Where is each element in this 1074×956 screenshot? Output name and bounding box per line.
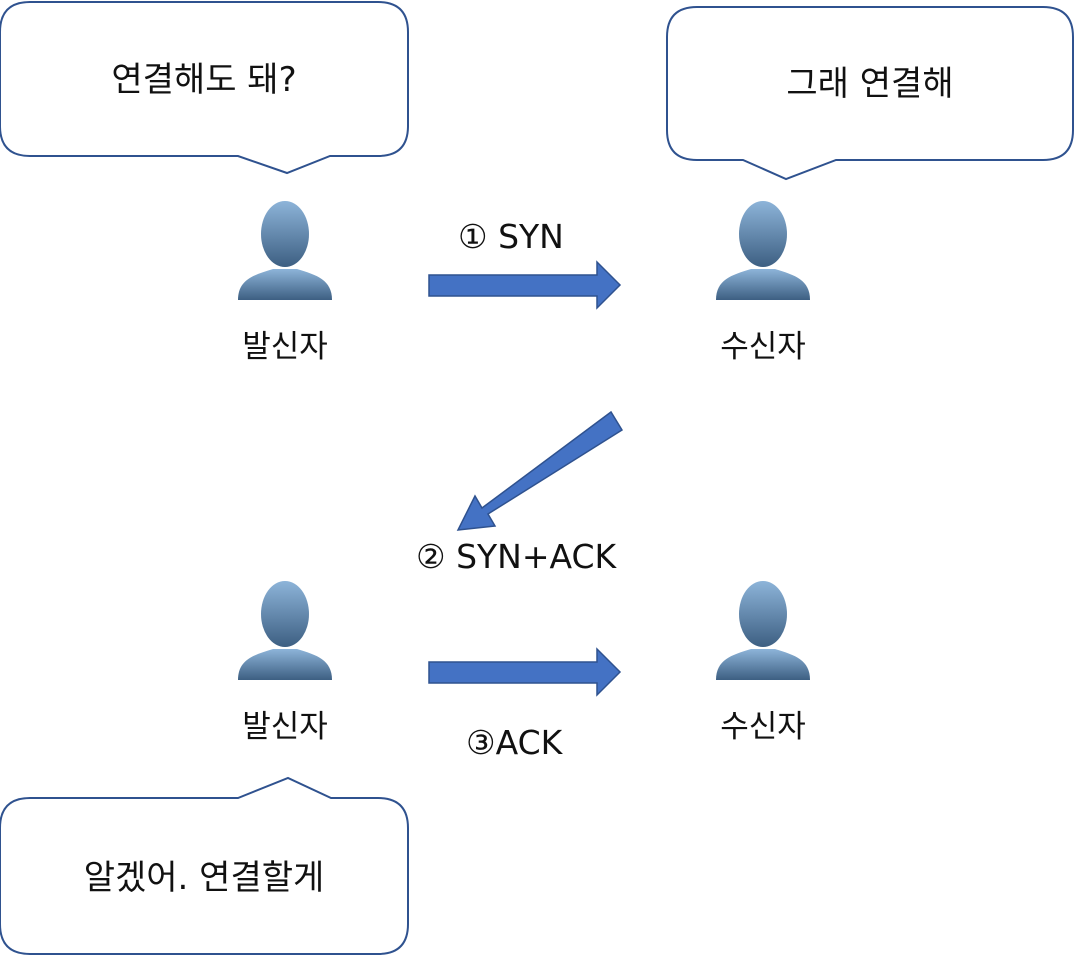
- sender-label-top: 발신자: [242, 329, 328, 365]
- receiver-label-top: 수신자: [720, 329, 806, 365]
- bubble-sender-confirm: [0, 776, 409, 955]
- person-icon: [238, 581, 332, 680]
- bubble-receiver-reply: [666, 6, 1074, 181]
- step-label-ack: ③ACK: [466, 723, 563, 762]
- step-label-syn-ack: ② SYN+ACK: [416, 537, 617, 576]
- step-label-syn: ① SYN: [458, 217, 564, 256]
- right-arrow-icon: [428, 260, 622, 310]
- receiver-label-bottom: 수신자: [720, 709, 806, 745]
- person-icon: [716, 581, 810, 680]
- bubble-text-receiver-reply: 그래 연결해: [786, 64, 954, 104]
- person-icon: [238, 201, 332, 300]
- bubble-sender-request: [0, 1, 409, 175]
- bubble-text-sender-request: 연결해도 돼?: [111, 60, 297, 100]
- person-icon: [716, 201, 810, 300]
- sender-label-bottom: 발신자: [242, 709, 328, 745]
- bubble-text-sender-confirm: 알겠어. 연결할게: [83, 858, 325, 898]
- diagonal-arrow-icon: [456, 410, 624, 531]
- right-arrow-icon: [428, 647, 622, 697]
